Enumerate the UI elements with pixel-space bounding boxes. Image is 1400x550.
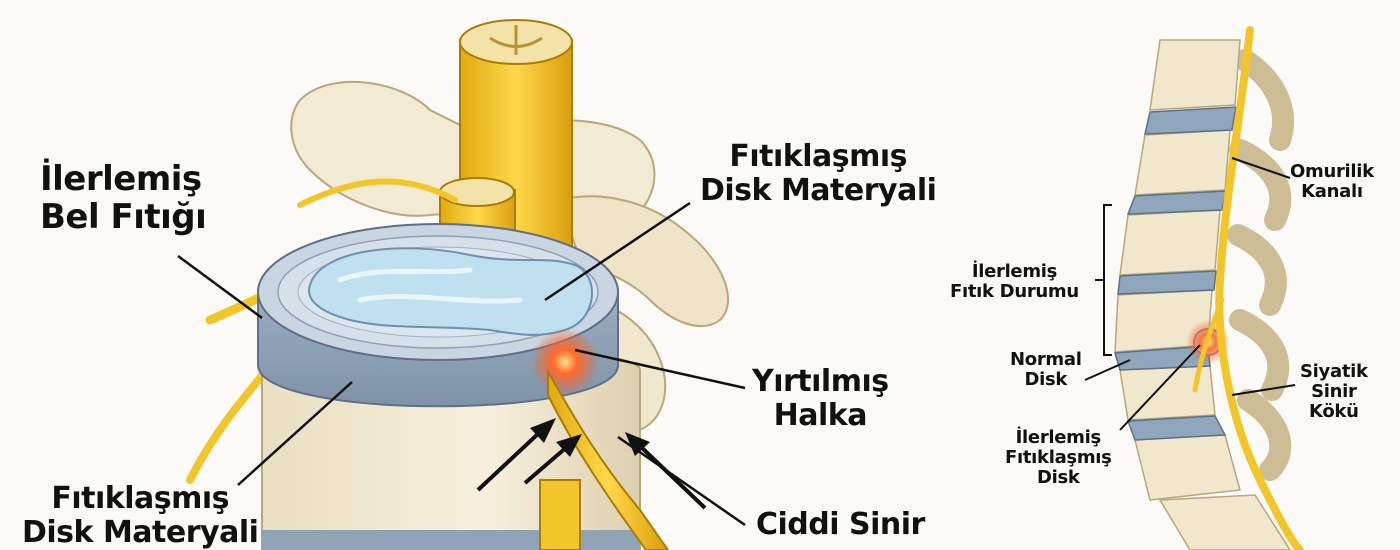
lower-disc [262,530,640,550]
torn-annulus-label: Yırtılmış Halka [752,364,889,433]
side-spine-diagram [1114,26,1304,550]
transverse-process [558,195,730,328]
main-title: İlerlemiş Bel Fıtığı [40,159,207,238]
compressed-nerve [547,368,670,550]
inflammation-glow [531,328,599,396]
sciatic-root-label: Siyatik Sinir Kökü [1300,361,1368,423]
normal-disc-label: Normal Disk [1010,349,1082,391]
main-spine-diagram [186,19,730,550]
herniated-material-label-top: Fıtıklaşmış Disk Materyali [700,139,937,208]
herniated-material-label-bottom: Fıtıklaşmış Disk Materyali [22,481,259,550]
advanced-condition-label: İlerlemiş Fıtık Durumu [950,261,1079,303]
side-sciatic-root [1192,297,1225,393]
severe-nerve-label: Ciddi Sinir [756,507,925,542]
side-leader-lines [1084,157,1296,431]
side-disc [1144,106,1237,135]
spinal-canal-label: Omurilik Kanalı [1290,161,1374,203]
main-leader-lines [177,201,746,527]
advanced-herniated-disc-label: İlerlemiş Fıtıklaşmış Disk [1005,427,1112,489]
side-spinal-cord [1215,26,1304,550]
compression-arrows [476,418,707,510]
